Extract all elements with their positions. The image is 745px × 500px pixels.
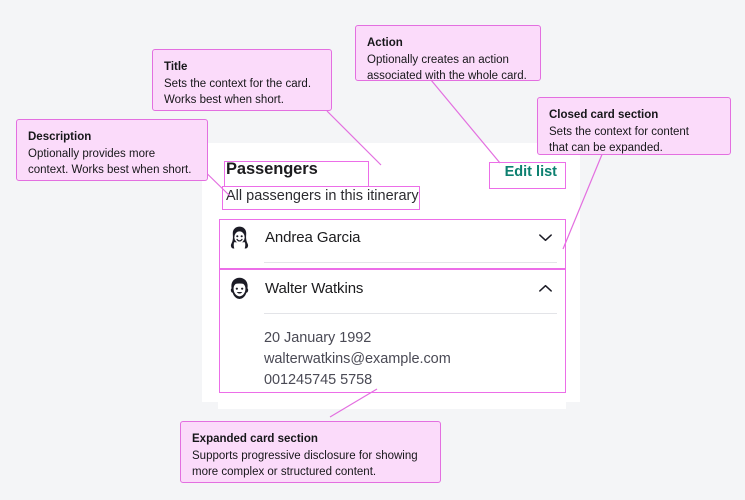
detail-phone: 001245745 5758 [264, 372, 373, 388]
section-divider [264, 313, 557, 314]
card-section-expanded: Walter Watkins 20 January 1992 walterwat… [218, 263, 566, 409]
avatar-man-icon [230, 277, 249, 299]
section-title: Andrea Garcia [265, 228, 361, 246]
annotation-expanded-card-section: Expanded card section Supports progressi… [180, 421, 441, 483]
annotation-title: Title Sets the context for the card.Work… [152, 49, 332, 111]
annotation-heading: Expanded card section [192, 433, 318, 445]
card-header: Passengers All passengers in this itiner… [218, 158, 566, 212]
card-title: Passengers [226, 160, 318, 178]
annotation-heading: Closed card section [549, 109, 659, 121]
passengers-card: Passengers All passengers in this itiner… [218, 158, 566, 409]
card-description: All passengers in this itinerary [226, 188, 419, 204]
section-divider [264, 262, 557, 263]
annotation-heading: Description [28, 131, 92, 143]
annotation-closed-card-section: Closed card section Sets the context for… [537, 97, 731, 155]
chevron-down-icon[interactable] [537, 229, 554, 246]
annotation-heading: Title [164, 61, 188, 73]
section-header-walter-watkins[interactable]: Walter Watkins [218, 263, 566, 313]
detail-date-of-birth: 20 January 1992 [264, 330, 372, 346]
annotation-heading: Action [367, 37, 403, 49]
avatar-woman-icon [230, 226, 249, 248]
edit-list-button[interactable]: Edit list [504, 164, 557, 180]
detail-email: walterwatkins@example.com [264, 351, 451, 367]
card-section-closed: Andrea Garcia [218, 212, 566, 263]
section-details: 20 January 1992 walterwatkins@example.co… [218, 314, 566, 409]
section-header-andrea-garcia[interactable]: Andrea Garcia [218, 212, 566, 262]
chevron-up-icon[interactable] [537, 280, 554, 297]
annotation-text: Supports progressive disclosure for show… [192, 450, 418, 478]
section-title: Walter Watkins [265, 279, 364, 297]
annotation-text: Sets the context for the card.Works best… [164, 78, 312, 106]
